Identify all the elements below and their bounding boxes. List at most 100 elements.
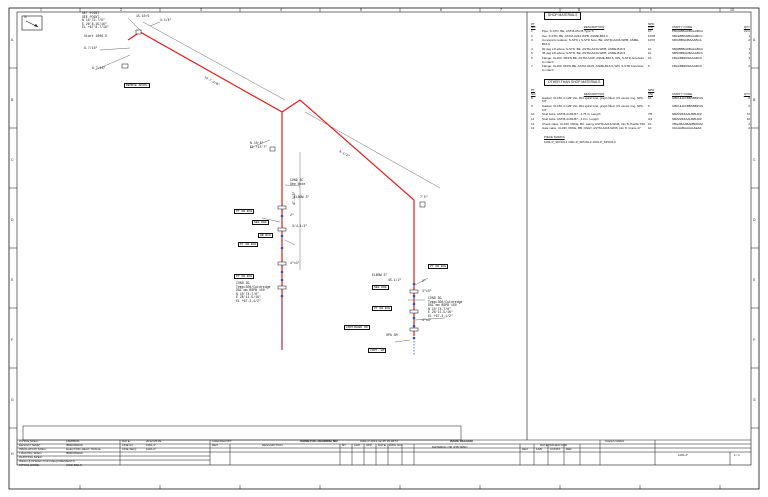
cell-description: Check valve, CL150, RFFE, BC, swing, AST… [542,121,645,126]
callout-weld: 3/4-1/2" [292,224,308,228]
tb-line-id-value: 1001-P [146,443,156,447]
cell-cmdty-code: NBZZZZZAAHSBUDZ [672,112,702,117]
cell-pt-no: 4 [531,46,533,51]
col-cmdty-code: CMDTY CODE [672,25,693,29]
tb-date-value: 2012-05-09 [146,439,162,443]
cell-cmdty-code: GBKHHACBBSBBPUS [672,104,704,109]
tb-col-description: DESCRIPTION [262,443,283,447]
cell-cmdty-code: GBKHHACBBSBBPUS [672,95,704,100]
cell-description: Pipe, S-STD, BE, ASTM-A53 B Type S [542,29,594,34]
tb-insulation-value: ELECTRIC-HEAT-TRACE [66,447,101,451]
col-pt: PT NO [531,21,536,29]
table-row: 4 90 deg LR elbow, S-STD, BE, ASTM-A234-W… [530,47,751,52]
tb-insulation-label: INSULATION SPEC: [19,447,47,451]
bill-of-materials: SHOP MATERIALS PT NO DESCRIPTION NPD (IN… [530,10,750,144]
cell-qty: 2 [748,104,750,109]
callout-note-mid: COND 3C See Note [290,178,306,186]
grid-row-f-right: F [753,338,756,342]
pipe-route [127,31,415,350]
ref-box-remove-spool: REMOVE SPOOL [124,83,150,89]
tb-weld-label: WELD & INSPECTION REQUIREMENTS: [19,459,76,463]
cell-cmdty-code: PBAGBBGDBAAABCA [672,29,704,34]
pipe-fittings [121,29,426,332]
cell-description: Concentric reducer, S-STD x S-STD bore, … [542,38,640,46]
col-qty: QTY [743,91,750,96]
tb-issue-col-fab: FAB [536,447,542,451]
tb-col-material: MATERIAL OR JOB SPEC [432,445,468,449]
cell-npd: 10X6 [648,38,656,43]
ref-box-a: PT 6B BCH [234,209,255,215]
cell-description: 90 deg LR elbow, S-STD, BE, ASTM-A234-WP… [542,46,626,51]
tb-line-id-label: LINE ID: [122,443,134,447]
callout-elbow-top: 15-10/5 [136,14,150,18]
shop-materials-title: SHOP MATERIALS [544,12,582,20]
cell-npd: 10 [648,95,652,100]
grid-row-d: D [11,218,14,222]
grid-col-10: 10 [730,8,734,12]
cell-pt-no: 8 [531,95,533,100]
tb-piping-code-label: PIPING CODE: [19,463,40,467]
tb-line-seq-value: 1001-P [146,447,156,451]
grid-col-3: 3 [200,8,202,12]
callout-start: Start 1006-S [84,34,107,38]
tb-col-dwg: DWG NO. [389,443,403,447]
cell-qty: 2 [748,38,750,43]
cell-description: Gasket, CL150, 0.125" thk, 304 spiral wn… [542,95,644,104]
grid-col-7: 7 [500,8,502,12]
table-row: 3 Concentric reducer, S-STD x S-STD bore,… [530,39,751,47]
cell-cmdty-code: NBZZZZZAAHSBUDZ [672,116,702,121]
sheet-outer-border [8,7,760,490]
cell-qty: 1 [748,51,750,56]
cell-npd: 10 [648,29,652,34]
tb-issue-col-rev: REV [522,447,529,451]
tb-issue-record: ISSUE RECORD [450,439,473,443]
tb-sheet-no: 1001-P [678,453,688,457]
cell-pt-no: 3 [531,38,533,43]
grid-col-1: 1 [40,8,42,12]
col-qty: QTY [743,25,750,29]
tb-col-app: APP [366,443,373,447]
cell-cmdty-code: FBAABBDZZAAABCC [672,56,703,61]
grid-row-b-right: B [753,98,756,102]
cell-qty: 2 [748,64,750,69]
cell-cmdty-code: VAAHABAAAALAEAZ [672,126,702,131]
cell-pt-no: 13 [531,126,535,131]
north-arrow-icon [21,15,43,31]
support-dashes [281,300,415,356]
tb-tracing-label: TRACING SPEC: [19,451,43,455]
title-block-grid [17,425,751,465]
north-label: N [24,15,27,19]
cell-description: Flange, CL150, RFFN BE, ASTM-A105, ASME-… [542,64,644,72]
grid-ticks [9,8,759,489]
continued-on-box: CONTINUED ON [344,325,370,331]
tb-signatures: SIGNATURES [605,439,625,443]
grid-col-8: 8 [578,8,580,12]
col-description: DESCRIPTION [583,91,605,96]
cell-pt-no: 7 [531,64,533,69]
cell-pt-no: 12 [531,121,535,126]
tb-checked-by: CHECKED BY: [212,439,233,443]
right-ref-box-3: PT 6B BCH [372,306,393,312]
grid-row-e: E [11,278,14,282]
table-row: 12 Check valve, CL150, RFFE, BC, swing, A… [530,122,751,127]
table-row: 7 Flange, CL150, RFFN BE, ASTM-A105, ASME… [530,64,751,73]
callout-mid-right-2: 45-1/2" [388,278,402,282]
grid-row-a: A [11,38,14,42]
ref-box-c: HB BCH [258,233,273,239]
tb-piping-spec-label: PIPING SPEC: [19,439,40,443]
cell-npd: 10 [648,56,652,61]
grid-row-g-right: G [753,398,756,402]
callout-set-point: SET POINT SEE POINT N 10'73.7/8" E 28'8.… [82,11,109,30]
cont-wp-box: CONT. WP [368,348,387,354]
cell-pt-no: 6 [531,56,533,61]
cell-pt-no: 2 [531,33,533,38]
cell-description: Stud bolts, ASTM-A193-B7 - 4.0 in. Lengt… [542,116,599,121]
tb-issue-col-ref: REF [566,447,572,451]
ref-box-d: PT 6B BCH [238,242,259,248]
tb-iso-no-value: 1001-P 2013-12-25 16:38:57 [360,439,399,443]
cell-npd: 10 [648,46,652,51]
tb-design-temp-value: IB0000S000 [66,443,83,447]
cell-cmdty-code: SBLEBBGDBAAABCC [672,33,703,38]
